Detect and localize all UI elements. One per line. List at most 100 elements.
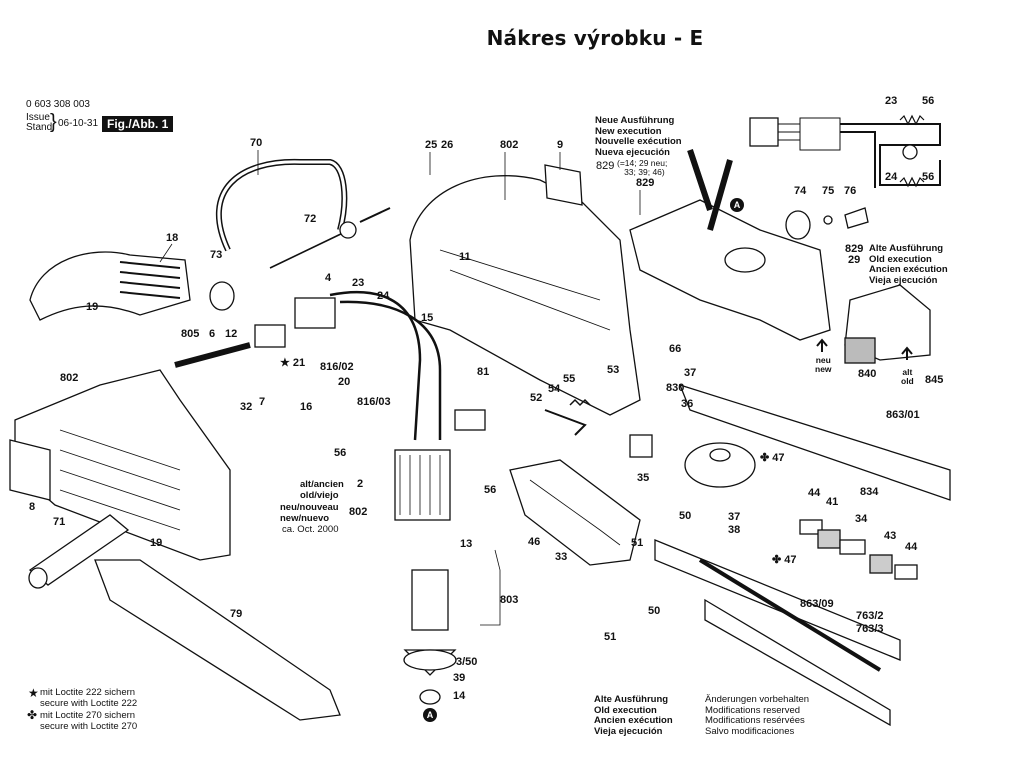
old-execution-note-bottom: Alte Ausführung Old execution Ancien exé…: [594, 694, 673, 737]
part-callout: 51: [604, 631, 617, 643]
part-callout: 34: [855, 513, 868, 525]
arrow-old: [901, 346, 913, 360]
part-callout: 43: [884, 530, 897, 542]
part-callout: 46: [528, 536, 541, 548]
part-callout: 51: [631, 537, 644, 549]
part-callout: 75: [822, 185, 835, 197]
brush-holder: [454, 409, 486, 431]
part-callout: 19: [86, 301, 99, 313]
part-callout: 55: [563, 373, 576, 385]
part-callout: 816/02: [320, 361, 354, 373]
field-coil: [394, 449, 451, 521]
part-callout: ✤ 47: [772, 554, 797, 566]
part-callout: 72: [304, 213, 317, 225]
part-callout: 56: [922, 171, 935, 183]
part-callout: 14: [453, 690, 466, 702]
gear-housing: [629, 199, 831, 341]
issue-brace: }: [50, 111, 57, 133]
pad-set-834: [799, 519, 918, 580]
part-callout: 53: [607, 364, 620, 376]
marker-a-top: A: [730, 198, 744, 212]
new-execution-note: Neue Ausführung New execution Nouvelle e…: [595, 115, 682, 158]
part-callout: 33: [555, 551, 568, 563]
part-callout: 15: [421, 312, 434, 324]
old-execution-note-top: Alte Ausführung Old execution Ancien exé…: [869, 243, 948, 286]
part-callout: 805: [181, 328, 200, 340]
part-callout: 38: [728, 524, 741, 536]
part-callout: 41: [826, 496, 839, 508]
part-callout: 830: [666, 382, 685, 394]
part-callout: 23: [885, 95, 898, 107]
part-callout: 76: [844, 185, 857, 197]
part-callout: 54: [548, 383, 561, 395]
part-callout: 25: [425, 139, 438, 151]
part-callout: 829: [636, 177, 655, 189]
marker-a-bottom: A: [423, 708, 437, 722]
knob-74: [785, 210, 811, 240]
part-callout: 23: [352, 277, 365, 289]
part-callout: 24: [885, 171, 898, 183]
part-callout: 802: [349, 506, 368, 518]
part-callout: 24: [377, 290, 390, 302]
part-callout: 16: [300, 401, 313, 413]
knob-part: [209, 281, 235, 311]
part-callout: 9: [557, 139, 564, 151]
wiring-box: [749, 117, 779, 147]
part-callout: 44: [808, 487, 821, 499]
housing-center: [409, 175, 641, 416]
part-callout: 56: [484, 484, 497, 496]
clover-icon: ✤: [27, 708, 38, 722]
part-callout: 802: [60, 372, 79, 384]
part-callout: 7: [259, 396, 266, 408]
new-version-date: ca. Oct. 2000: [282, 524, 339, 535]
part-callout: 81: [477, 366, 490, 378]
part-callout: 19: [150, 537, 163, 549]
label-plate: [544, 164, 583, 206]
old-version-label: alt/ancien old/viejo: [300, 479, 344, 501]
foot-guard: [94, 559, 341, 721]
part-callout: 12: [225, 328, 238, 340]
issue-date: 06-10-31: [58, 118, 99, 129]
block-35: [629, 434, 653, 458]
part-callout: 26: [441, 139, 454, 151]
part-callout: 763/3: [856, 623, 884, 635]
new-execution-detail: (=14; 29 neu; 33; 39; 46): [617, 158, 668, 177]
part-callout: 3/50: [456, 656, 478, 668]
part-callout: 44: [905, 541, 918, 553]
wiring-diagram: [778, 117, 841, 151]
part-callout: 845: [925, 374, 944, 386]
loctite-270-note: mit Loctite 270 sichern secure with Loct…: [40, 710, 138, 732]
modifications-note: Änderungen vorbehalten Modifications res…: [705, 694, 810, 737]
part-callout: ✤ 47: [760, 452, 785, 464]
clip-76: [844, 207, 869, 229]
part-callout: 71: [53, 516, 66, 528]
part-callout: 2: [357, 478, 364, 490]
spring-54: [569, 398, 591, 407]
part-callout: 18: [166, 232, 179, 244]
star-icon: ★: [28, 686, 39, 700]
part-callout: 32: [240, 401, 253, 413]
figure-label: Fig./Abb. 1: [102, 116, 174, 132]
part-callout: 4: [325, 272, 332, 284]
switch-part: [294, 297, 336, 329]
cord-part: [174, 342, 251, 368]
part-callout: 13: [460, 538, 473, 550]
label-panel: [9, 439, 51, 501]
motor-symbol: [902, 144, 918, 160]
part-callout: 35: [637, 472, 650, 484]
washer-75: [823, 215, 833, 225]
part-callout: 803: [500, 594, 519, 606]
blade-863-01: [678, 383, 951, 501]
part-callout: 56: [922, 95, 935, 107]
part-callout: 816/03: [357, 396, 391, 408]
issue-label: Issue Stand: [26, 112, 53, 133]
part-callout: 36: [681, 398, 694, 410]
part-callout: 863/01: [886, 409, 920, 421]
loctite-222-note: mit Loctite 222 sichern secure with Loct…: [40, 687, 138, 709]
page-title: Nákres výrobku - E: [486, 26, 704, 50]
part-callout: 37: [728, 511, 741, 523]
armature: [411, 569, 449, 631]
arrow-new: [816, 338, 828, 352]
new-version-label: neu/nouveau new/nuevo: [280, 502, 339, 524]
